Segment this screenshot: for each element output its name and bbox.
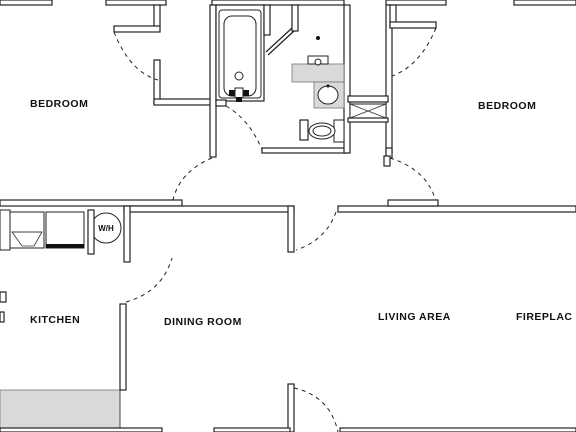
door-swing-hall-center	[295, 211, 337, 251]
faucet-icon	[229, 71, 249, 102]
vanity-counter	[291, 63, 345, 83]
linen-closet	[347, 4, 393, 159]
living-entry	[287, 383, 339, 432]
right-bedroom-walls	[383, 4, 437, 167]
stove	[9, 211, 45, 249]
exterior-top-wall	[0, 0, 576, 6]
water-heater-label: W/H	[98, 224, 114, 233]
room-label-bedroom-left: BEDROOM	[30, 98, 88, 110]
room-label-fireplace: FIREPLAC	[516, 311, 573, 323]
room-label-kitchen: KITCHEN	[30, 314, 80, 326]
bath-door	[265, 27, 293, 53]
door-swing-left-bedroom	[113, 31, 159, 81]
door-swing-bath	[225, 105, 263, 151]
door-swing-entry	[293, 387, 339, 432]
bathroom	[215, 4, 351, 154]
kitchen-counter	[0, 389, 121, 431]
kitchen-fixtures: W/H	[0, 209, 122, 431]
kitchen-dining-wall	[119, 257, 173, 391]
exterior-bottom-wall	[0, 427, 576, 432]
sink-icon	[317, 85, 339, 105]
refrigerator	[45, 211, 85, 249]
door-swing-right-bedroom	[391, 27, 437, 77]
room-label-dining-room: DINING ROOM	[164, 316, 242, 328]
toilet-icon	[308, 119, 345, 143]
door-swing-kitchen	[125, 257, 173, 303]
middle-wall	[0, 199, 576, 263]
drain-icon	[316, 36, 320, 40]
door-swing-hall-right	[389, 157, 437, 203]
room-label-living-area: LIVING AREA	[378, 311, 451, 323]
room-label-bedroom-right: BEDROOM	[478, 100, 536, 112]
hallway	[171, 157, 437, 251]
door-swing-hall-left	[171, 157, 213, 205]
left-bedroom-walls	[113, 4, 217, 158]
